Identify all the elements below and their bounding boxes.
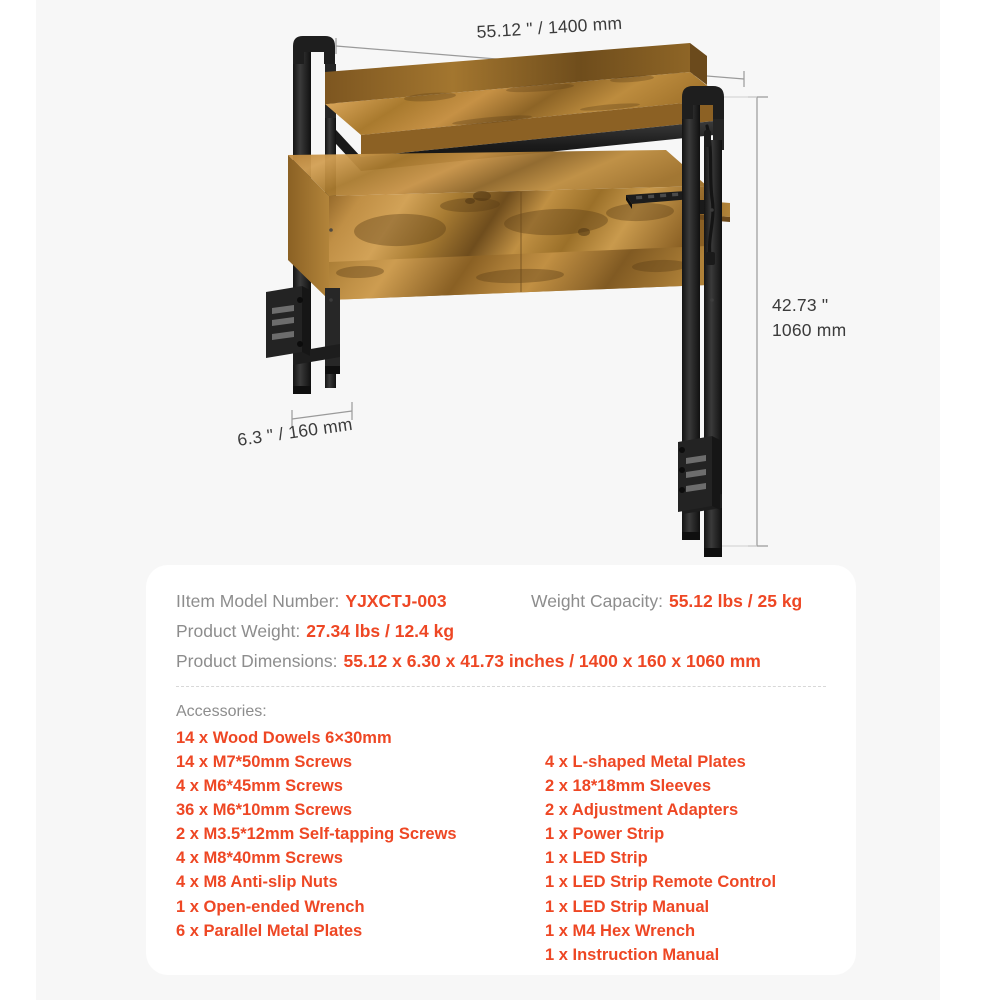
spec-weight-capacity: Weight Capacity: 55.12 lbs / 25 kg (531, 591, 802, 612)
spec-row: IItem Model Number: YJXCTJ-003 Weight Ca… (176, 591, 826, 612)
accessories-title: Accessories: (176, 703, 267, 720)
accessories-column-left: 14 x Wood Dowels 6×30mm 14 x M7*50mm Scr… (176, 726, 501, 967)
spec-value: 55.12 lbs / 25 kg (668, 591, 803, 611)
accessory-item: 4 x M6*45mm Screws (176, 777, 343, 796)
accessories-section: Accessories: 14 x Wood Dowels 6×30mm 14 … (146, 687, 856, 967)
spec-label: IItem Model Number: (176, 591, 340, 611)
accessory-item: 1 x LED Strip Manual (545, 897, 710, 916)
accessory-item: 1 x LED Strip (545, 849, 648, 868)
accessory-item: 4 x L-shaped Metal Plates (545, 753, 746, 772)
spec-value: YJXCTJ-003 (345, 591, 447, 611)
spec-label: Product Weight: (176, 621, 301, 641)
accessory-item: 1 x Power Strip (545, 825, 665, 844)
wall-mount-bracket-left (266, 286, 310, 358)
column-offset-spacer (545, 726, 826, 750)
spec-product-dimensions: Product Dimensions: 55.12 x 6.30 x 41.73… (176, 651, 761, 672)
spec-list: IItem Model Number: YJXCTJ-003 Weight Ca… (146, 565, 856, 672)
accessory-item: 14 x M7*50mm Screws (176, 753, 353, 772)
specification-card: IItem Model Number: YJXCTJ-003 Weight Ca… (146, 565, 856, 975)
power-strip-icon (626, 191, 692, 209)
accessory-item: 6 x Parallel Metal Plates (176, 921, 363, 940)
accessory-item: 2 x 18*18mm Sleeves (545, 777, 712, 796)
accessory-item: 1 x Open-ended Wrench (176, 897, 365, 916)
accessory-item: 1 x Instruction Manual (545, 945, 720, 964)
console-table-render (266, 36, 730, 557)
accessory-item: 36 x M6*10mm Screws (176, 801, 353, 820)
wall-mount-bracket-right (678, 436, 720, 512)
spec-label: Weight Capacity: (531, 591, 663, 611)
accessory-item: 2 x Adjustment Adapters (545, 801, 739, 820)
spec-row: Product Dimensions: 55.12 x 6.30 x 41.73… (176, 651, 826, 672)
spec-value: 27.34 lbs / 12.4 kg (306, 621, 455, 641)
accessory-item: 14 x Wood Dowels 6×30mm (176, 729, 392, 747)
accessories-column-right: 4 x L-shaped Metal Plates 2 x 18*18mm Sl… (501, 726, 826, 967)
section-divider (176, 686, 826, 687)
spec-item-model-number: IItem Model Number: YJXCTJ-003 (176, 591, 531, 612)
accessory-item: 2 x M3.5*12mm Self-tapping Screws (176, 825, 457, 844)
spec-row: Product Weight: 27.34 lbs / 12.4 kg (176, 621, 826, 642)
spec-value: 55.12 x 6.30 x 41.73 inches / 1400 x 160… (343, 651, 761, 671)
dimension-height-label: 42.73 " 1060 mm (772, 295, 847, 341)
accessory-item: 4 x M8*40mm Screws (176, 849, 343, 868)
accessory-item: 1 x M4 Hex Wrench (545, 921, 696, 940)
accessory-item: 4 x M8 Anti-slip Nuts (176, 873, 338, 892)
spec-product-weight: Product Weight: 27.34 lbs / 12.4 kg (176, 621, 454, 642)
accessory-item: 1 x LED Strip Remote Control (545, 873, 777, 892)
spec-label: Product Dimensions: (176, 651, 338, 671)
product-illustration: 55.12 " / 1400 mm 6.3 " / 160 mm 42.73 "… (236, 13, 847, 557)
